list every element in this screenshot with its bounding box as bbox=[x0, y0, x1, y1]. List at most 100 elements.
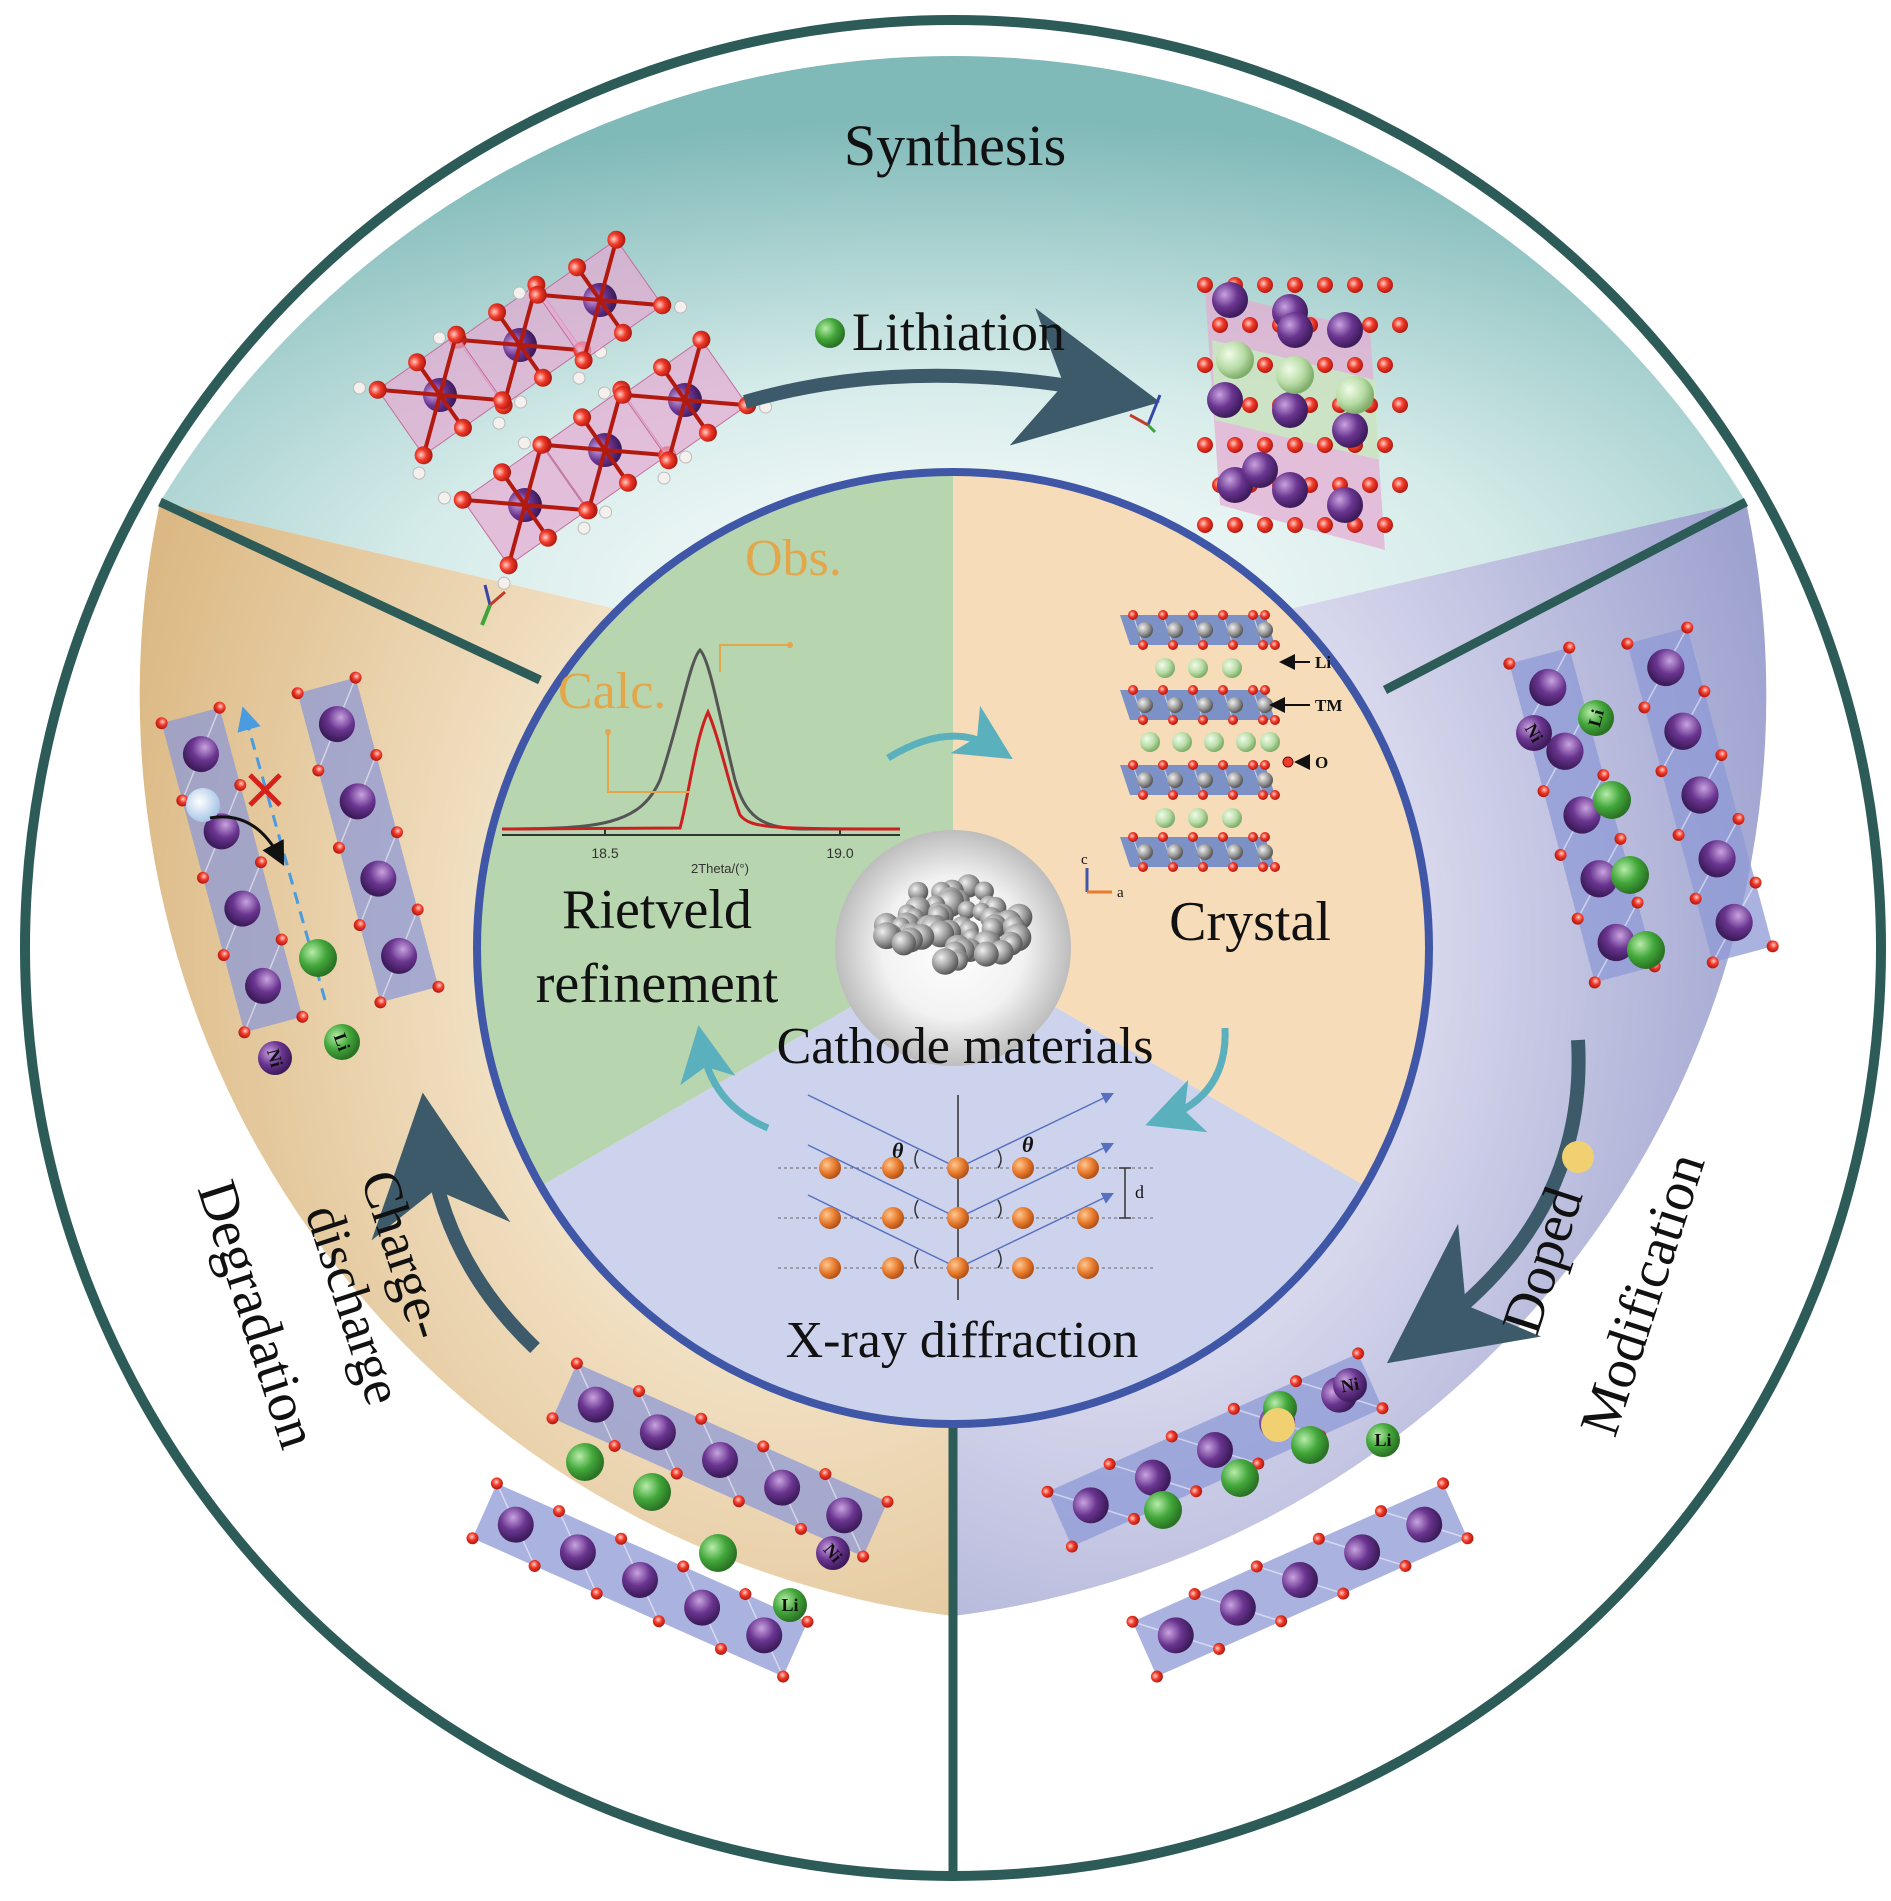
o-atom bbox=[1190, 1485, 1203, 1498]
o-atom bbox=[1197, 437, 1213, 453]
bond bbox=[542, 442, 606, 452]
o-atom bbox=[1252, 1457, 1265, 1470]
o-atom bbox=[1715, 749, 1728, 762]
o-atom bbox=[659, 451, 678, 470]
o-atom bbox=[1227, 437, 1243, 453]
o-atom bbox=[528, 1559, 541, 1572]
tm-atom bbox=[1137, 844, 1153, 860]
o-atom bbox=[714, 1642, 727, 1655]
bond bbox=[506, 504, 527, 566]
tm-atom bbox=[1137, 622, 1153, 638]
divider-right bbox=[1382, 498, 1749, 694]
spacing-label: d bbox=[1135, 1182, 1144, 1202]
o-atom bbox=[490, 1477, 503, 1490]
calc-curve bbox=[501, 708, 901, 831]
li-site-label: Li bbox=[1584, 707, 1608, 729]
o-atom bbox=[1706, 956, 1719, 969]
o-atom bbox=[374, 996, 387, 1009]
lattice-atom bbox=[882, 1207, 904, 1229]
li-atom bbox=[1291, 1426, 1329, 1464]
li-atom bbox=[1144, 1491, 1182, 1529]
o-atom bbox=[615, 1532, 628, 1545]
metal-atom bbox=[1242, 452, 1278, 488]
o-atom bbox=[1228, 790, 1238, 800]
ni-atom bbox=[1715, 903, 1753, 942]
lattice-atom bbox=[819, 1157, 841, 1179]
li-atom bbox=[1593, 781, 1631, 819]
tm-atom bbox=[1257, 697, 1273, 713]
tm-atom bbox=[1227, 622, 1243, 638]
dopant-dot-icon bbox=[1562, 1141, 1594, 1173]
o-atom bbox=[618, 473, 637, 492]
xrd-to-rietveld-arrow bbox=[680, 1025, 770, 1132]
o-atom bbox=[692, 330, 711, 349]
ni-site-label: Ni bbox=[263, 1047, 287, 1070]
o-atom bbox=[1248, 610, 1258, 620]
bond bbox=[684, 398, 748, 408]
metal-atom bbox=[1327, 487, 1363, 523]
tm-atom bbox=[1197, 622, 1213, 638]
li-site bbox=[1366, 1423, 1400, 1457]
h-atom bbox=[674, 300, 688, 314]
o-atom bbox=[499, 556, 518, 575]
h-atom bbox=[412, 466, 426, 480]
crystal-label: Crystal bbox=[1169, 891, 1331, 953]
degradation-arrow bbox=[371, 1092, 540, 1354]
bond bbox=[604, 448, 668, 458]
o-atom bbox=[801, 1615, 814, 1628]
xrd-sector bbox=[541, 948, 1365, 1424]
o-atom bbox=[732, 1495, 745, 1508]
theta-right: θ bbox=[1022, 1132, 1034, 1157]
metal-atom bbox=[1277, 312, 1313, 348]
o-atom bbox=[570, 1357, 583, 1370]
o-atom bbox=[1377, 277, 1393, 293]
o-atom bbox=[794, 1522, 807, 1535]
axis-icon-left bbox=[480, 584, 506, 626]
o-atom bbox=[1258, 862, 1268, 872]
o-atom bbox=[1228, 862, 1238, 872]
o-atom bbox=[1128, 832, 1138, 842]
li-site bbox=[1578, 700, 1614, 736]
o-atom bbox=[652, 1615, 665, 1628]
o-atom bbox=[1554, 848, 1567, 861]
o-atom bbox=[432, 980, 445, 993]
lattice-atom bbox=[1012, 1207, 1034, 1229]
h-atom bbox=[572, 371, 586, 385]
o-atom bbox=[1242, 317, 1258, 333]
ni-atom bbox=[702, 1442, 738, 1478]
slab-plate bbox=[161, 707, 303, 1033]
o-atom bbox=[1041, 1485, 1054, 1498]
bond bbox=[622, 392, 686, 402]
o-atom bbox=[1168, 790, 1178, 800]
tm-atom bbox=[1167, 844, 1183, 860]
o-atom bbox=[739, 1588, 752, 1601]
o-atom bbox=[234, 778, 247, 791]
tm-atom bbox=[1197, 697, 1213, 713]
ni-atom bbox=[182, 736, 219, 773]
o-atom bbox=[528, 285, 547, 304]
bond bbox=[537, 292, 601, 302]
o-atom bbox=[1270, 790, 1280, 800]
o-atom bbox=[291, 687, 304, 700]
ni-atom bbox=[622, 1562, 658, 1598]
o-atom bbox=[1218, 685, 1228, 695]
li-atom bbox=[699, 1534, 737, 1572]
o-atom bbox=[176, 794, 189, 807]
bond bbox=[666, 399, 687, 461]
li-atom bbox=[1611, 856, 1649, 894]
o-atom bbox=[1128, 610, 1138, 620]
o-atom bbox=[1188, 685, 1198, 695]
tm-atom bbox=[1167, 772, 1183, 788]
lithiation-arrow bbox=[743, 307, 1161, 446]
o-atom bbox=[1242, 397, 1258, 413]
ni-atom bbox=[1197, 1432, 1233, 1468]
o-atom bbox=[1377, 517, 1393, 533]
synthesis-title: Synthesis bbox=[844, 113, 1066, 178]
o-atom bbox=[1218, 760, 1228, 770]
o-atom bbox=[1158, 760, 1168, 770]
o-atom bbox=[1631, 896, 1644, 909]
o-atom bbox=[819, 1468, 832, 1481]
li-atom bbox=[1155, 808, 1175, 828]
metal-atom bbox=[1327, 312, 1363, 348]
